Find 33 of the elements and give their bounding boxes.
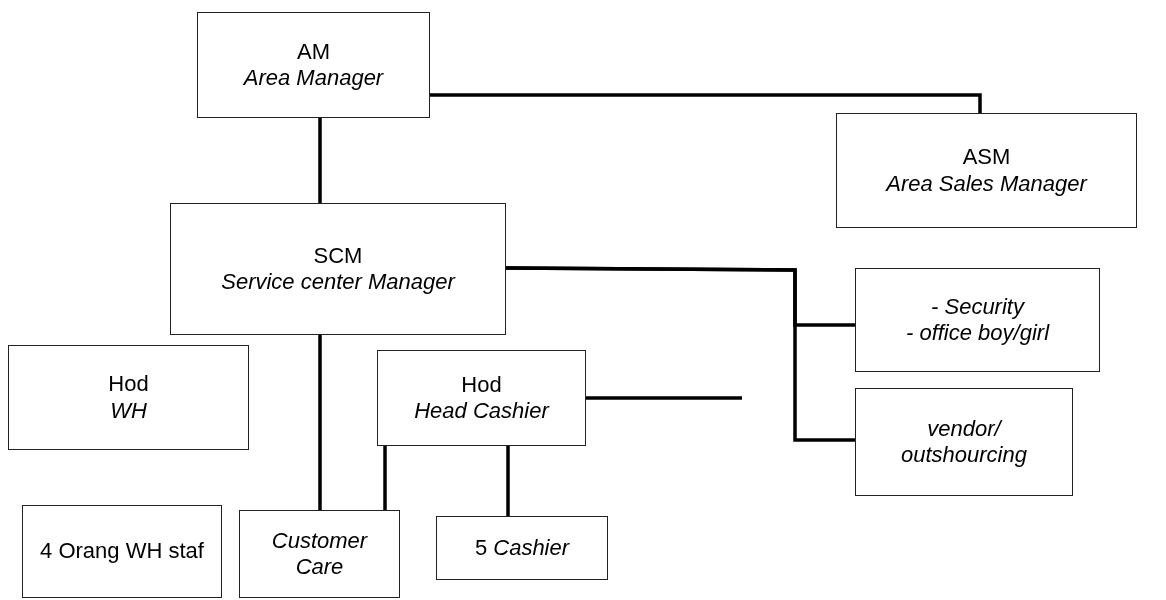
role-text: 5 Cashier [474,534,570,562]
role-text: Service center Manager [221,269,455,296]
role-box [836,113,1137,228]
role-text: SCM [313,242,363,269]
role-text: Head Cashier [414,398,549,425]
connector-line [586,396,742,400]
role-box [436,516,608,580]
role-box [8,345,249,450]
role-text: vendor/ outshourcing [900,415,1028,469]
role-text: Customer Care [270,527,369,581]
connector-line [506,266,855,442]
role-text: Area Sales Manager [886,170,1087,197]
connector-line [318,118,322,203]
role-text: 4 Orang WH staf [40,538,204,565]
connector-line [506,446,510,516]
connector-line [318,335,322,510]
role-text: AM [297,38,330,65]
connector-line [430,93,982,113]
role-text: Hod [108,371,149,398]
role-box [239,510,400,598]
role-box [22,505,222,598]
role-text: Area Manager [243,65,384,92]
role-box [197,12,430,118]
role-box [855,388,1073,496]
role-box [855,268,1100,372]
role-text: WH [110,397,147,424]
role-text: - Security [931,293,1024,320]
connector-line [383,446,387,510]
role-box [377,350,586,446]
role-text: ASM [962,144,1011,171]
role-text: - office boy/girl [905,320,1050,347]
role-text: Hod [461,371,502,398]
role-box [170,203,506,335]
